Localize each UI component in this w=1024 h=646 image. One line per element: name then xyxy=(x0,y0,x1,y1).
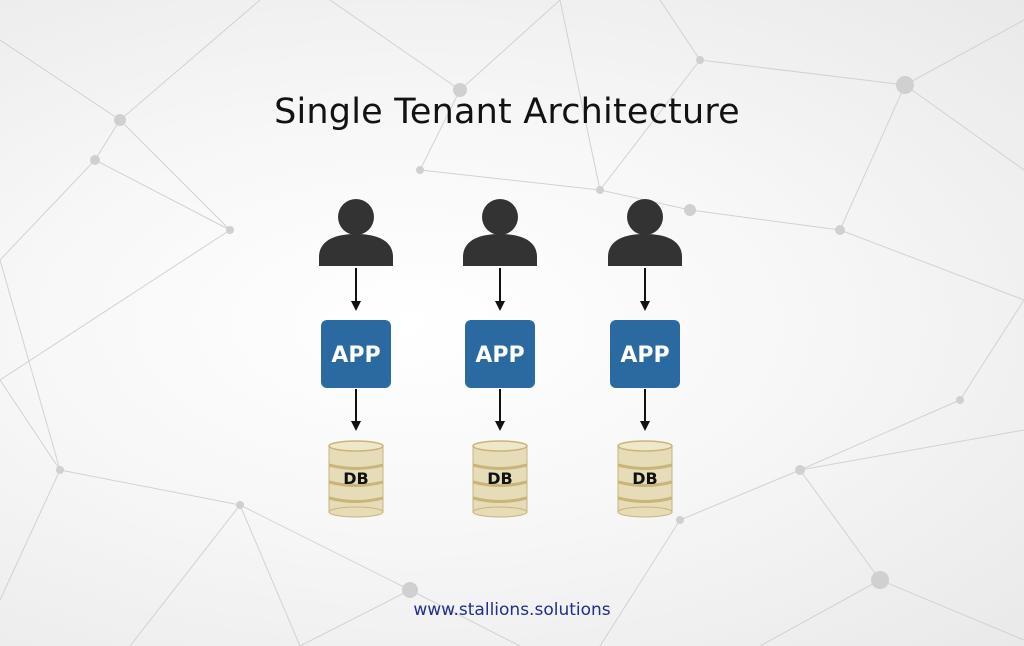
app-box xyxy=(465,320,535,388)
user-icon xyxy=(463,199,537,266)
app-label: APP xyxy=(620,343,669,368)
tenant-column: APP DB xyxy=(463,199,537,518)
tenant-column: APP DB xyxy=(608,199,682,518)
db-label: DB xyxy=(487,469,512,488)
footer-url[interactable]: www.stallions.solutions xyxy=(413,600,611,620)
database-icon xyxy=(472,440,528,518)
database-icon xyxy=(328,440,384,518)
database-icon xyxy=(617,440,673,518)
app-label: APP xyxy=(331,343,380,368)
user-icon xyxy=(608,199,682,266)
user-icon xyxy=(319,199,393,266)
app-box xyxy=(321,320,391,388)
diagram-title: Single Tenant Architecture xyxy=(274,92,740,132)
tenant-column: APP DB xyxy=(319,199,393,518)
db-label: DB xyxy=(343,469,368,488)
app-label: APP xyxy=(475,343,524,368)
db-label: DB xyxy=(632,469,657,488)
app-box xyxy=(610,320,680,388)
